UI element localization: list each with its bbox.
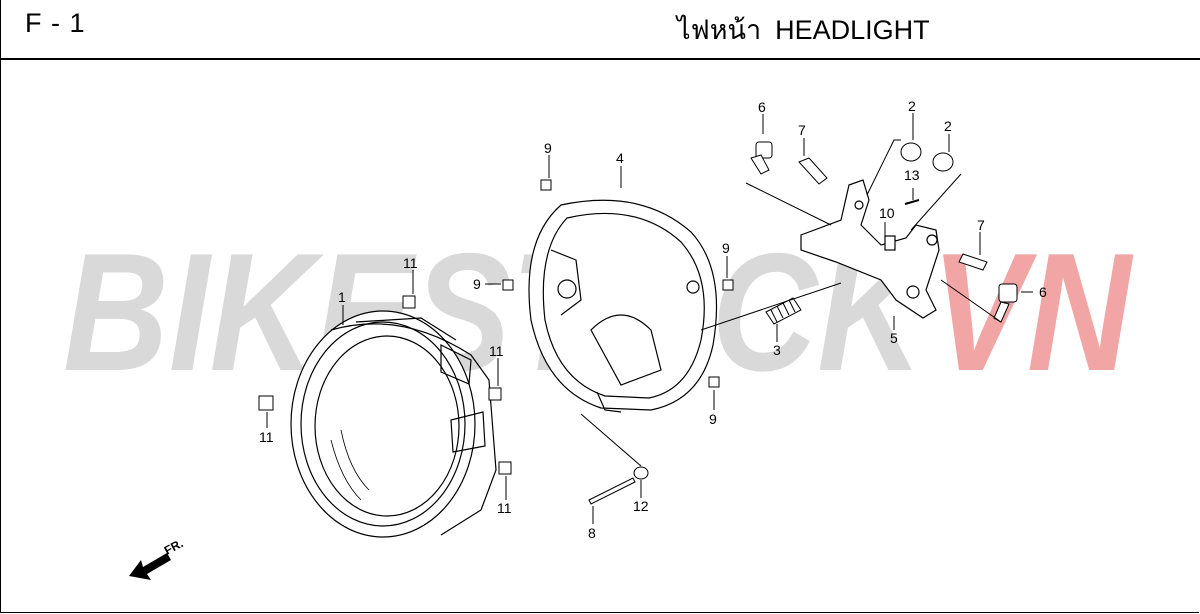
callout-1: 1	[338, 289, 346, 305]
part-12-washer	[633, 466, 649, 480]
part-9-screw-a	[540, 179, 552, 191]
callout-9d: 9	[709, 411, 717, 427]
callout-2a: 2	[908, 98, 916, 114]
part-11-clip-d	[498, 461, 512, 475]
exploded-view-diagram: BIKESTOCK VN	[63, 98, 1134, 580]
callout-6b: 6	[1039, 284, 1047, 300]
part-11-clip-c	[258, 395, 274, 411]
callout-7b: 7	[977, 217, 985, 233]
part-1-headlight-unit	[290, 310, 497, 538]
callout-9c: 9	[722, 240, 730, 256]
watermark-accent: VN	[931, 218, 1134, 406]
callout-3: 3	[773, 342, 781, 358]
part-9-screw-c	[722, 279, 734, 291]
part-3-spring	[765, 297, 802, 325]
front-arrow-icon	[129, 553, 171, 580]
callout-13: 13	[904, 167, 920, 183]
part-13-pin	[904, 199, 920, 205]
callout-labels: 1 2 2 3 4 5 6 6 7 7 8 9 9 9 9 10 11 11 1…	[259, 98, 1047, 541]
callout-9a: 9	[544, 140, 552, 156]
page-title: ไฟหน้า HEADLIGHT	[677, 8, 930, 51]
page-header: F - 1 ไฟหน้า HEADLIGHT	[1, 0, 1200, 60]
callout-2b: 2	[944, 118, 952, 134]
part-5-bracket	[800, 179, 940, 319]
part-7-bolt-upper	[798, 157, 828, 185]
callout-11c: 11	[259, 429, 274, 445]
title-english: HEADLIGHT	[775, 15, 930, 45]
part-8-screw	[588, 477, 636, 505]
callout-8: 8	[588, 525, 596, 541]
part-11-clip-b	[488, 387, 502, 401]
front-direction-indicator: FR.	[129, 536, 185, 580]
title-thai: ไฟหน้า	[677, 15, 762, 46]
page-code: F - 1	[25, 8, 86, 38]
part-9-screw-b	[502, 279, 514, 291]
callout-11b: 11	[489, 343, 504, 359]
callout-10: 10	[879, 205, 895, 221]
callout-11d: 11	[497, 500, 512, 516]
callout-4: 4	[616, 150, 624, 166]
hardware	[258, 141, 1018, 505]
leader-lines	[266, 113, 1033, 524]
part-6-bolt-upper	[755, 141, 773, 159]
part-9-screw-d	[708, 376, 720, 388]
callout-9b: 9	[473, 276, 481, 292]
part-4-headlight-case	[528, 199, 718, 413]
part-7-bolt-lower	[958, 253, 988, 271]
part-2-grommet-a	[900, 142, 922, 162]
callout-5: 5	[890, 330, 898, 346]
part-2-grommet-b	[932, 152, 954, 172]
part-6-bolt-lower	[998, 283, 1018, 303]
callout-7a: 7	[798, 122, 806, 138]
callout-12: 12	[633, 498, 649, 514]
callout-6a: 6	[758, 99, 766, 115]
part-11-clip-a	[402, 295, 416, 309]
callout-11a: 11	[403, 255, 418, 271]
